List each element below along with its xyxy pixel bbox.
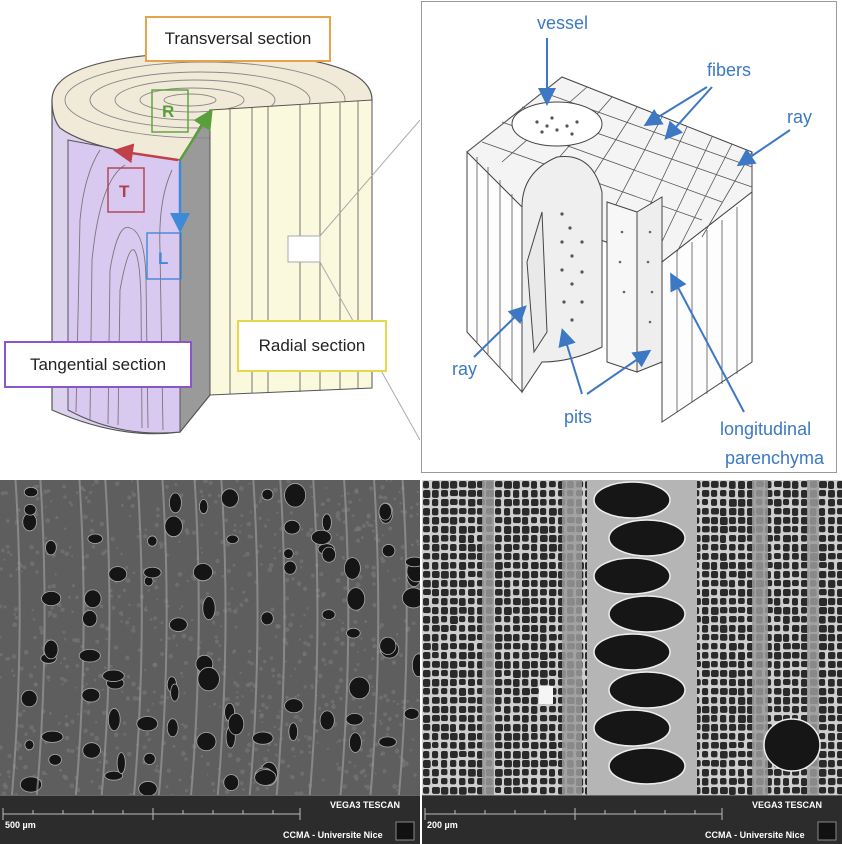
- sem-lab-left: CCMA - Universite Nice: [283, 830, 383, 840]
- axis-l-label: L: [158, 249, 168, 269]
- vessel-label: vessel: [537, 14, 588, 32]
- sem-info-bar-left: 500 µm VEGA3 TESCAN CCMA - Universite Ni…: [0, 795, 420, 844]
- sem-micrograph-right: [422, 480, 842, 800]
- pits-label: pits: [564, 408, 592, 426]
- sem-micrograph-left: [0, 480, 420, 800]
- sem-lab-right: CCMA - Universite Nice: [705, 830, 805, 840]
- transversal-section-label: Transversal section: [145, 16, 331, 62]
- wood-block-panel: R T L Transversal section Tangential sec…: [0, 0, 420, 470]
- sem-image-transversal: 500 µm VEGA3 TESCAN CCMA - Universite Ni…: [0, 480, 420, 844]
- sem-brand-right: VEGA3 TESCAN: [752, 800, 822, 810]
- radial-section-label: Radial section: [237, 320, 387, 372]
- sem-brand-left: VEGA3 TESCAN: [330, 800, 400, 810]
- tescan-logo-right: [818, 822, 836, 840]
- ray-label-right: ray: [787, 108, 812, 126]
- axis-t-label: T: [119, 182, 129, 202]
- wood-anatomy-panel: vessel fibers ray ray pits longitudinal …: [421, 1, 837, 473]
- ray-label-left: ray: [452, 360, 477, 378]
- sem-scale-left: 500 µm: [5, 820, 36, 830]
- longitudinal-label: longitudinal: [720, 420, 811, 438]
- sem-info-bar-right: 200 µm VEGA3 TESCAN CCMA - Universite Ni…: [422, 795, 842, 844]
- fibers-label: fibers: [707, 61, 751, 79]
- tescan-logo-left: [396, 822, 414, 840]
- sem-scale-right: 200 µm: [427, 820, 458, 830]
- callout-arrows: [422, 2, 836, 472]
- tangential-section-label: Tangential section: [4, 341, 192, 388]
- sem-image-detail: 200 µm VEGA3 TESCAN CCMA - Universite Ni…: [422, 480, 842, 844]
- axis-r-label: R: [162, 102, 174, 122]
- parenchyma-label: parenchyma: [725, 449, 824, 467]
- wood-block-illustration: [0, 0, 420, 470]
- zoom-area-marker: [288, 236, 320, 262]
